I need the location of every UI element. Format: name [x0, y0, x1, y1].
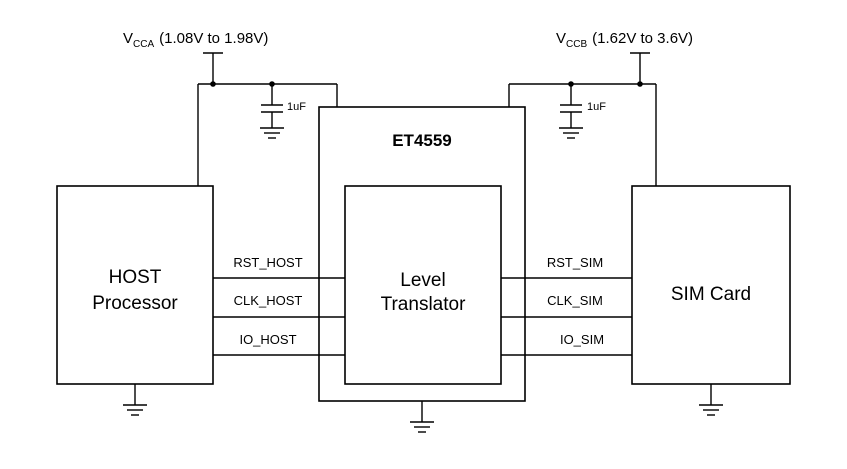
level-translator-block: [344, 185, 502, 385]
translator-label-line1: Level: [400, 270, 445, 291]
signal-clk-sim: CLK_SIM: [547, 293, 603, 308]
vccb-rail: [508, 52, 657, 186]
capacitor-right-symbol: [560, 84, 582, 128]
capacitor-left-symbol: [261, 84, 283, 128]
capacitor-left-label: 1uF: [287, 101, 306, 113]
host-label-line1: HOST: [109, 267, 162, 288]
capacitor-right-label: 1uF: [587, 101, 606, 113]
ground-icon: [123, 384, 147, 416]
sim-signal-lines: [501, 277, 632, 356]
ground-icon: [260, 127, 284, 139]
ground-icon: [559, 127, 583, 139]
host-processor-block: [56, 185, 214, 385]
ground-icon: [410, 401, 434, 433]
host-label-line2: Processor: [92, 293, 178, 314]
signal-io-sim: IO_SIM: [560, 332, 604, 347]
ground-icon: [699, 384, 723, 416]
signal-rst-host: RST_HOST: [233, 255, 302, 270]
signal-rst-sim: RST_SIM: [547, 255, 603, 270]
signal-clk-host: CLK_HOST: [234, 293, 303, 308]
sim-card-label: SIM Card: [671, 284, 751, 305]
vcca-rail: [197, 52, 338, 186]
chip-name: ET4559: [392, 131, 452, 150]
vccb-label: VCCB(1.62V to 3.6V): [556, 30, 693, 50]
vcca-label: VCCA(1.08V to 1.98V): [123, 30, 268, 50]
host-signal-lines: [213, 277, 345, 356]
signal-io-host: IO_HOST: [239, 332, 296, 347]
translator-label-line2: Translator: [381, 294, 466, 315]
sim-card-block: [631, 185, 791, 385]
